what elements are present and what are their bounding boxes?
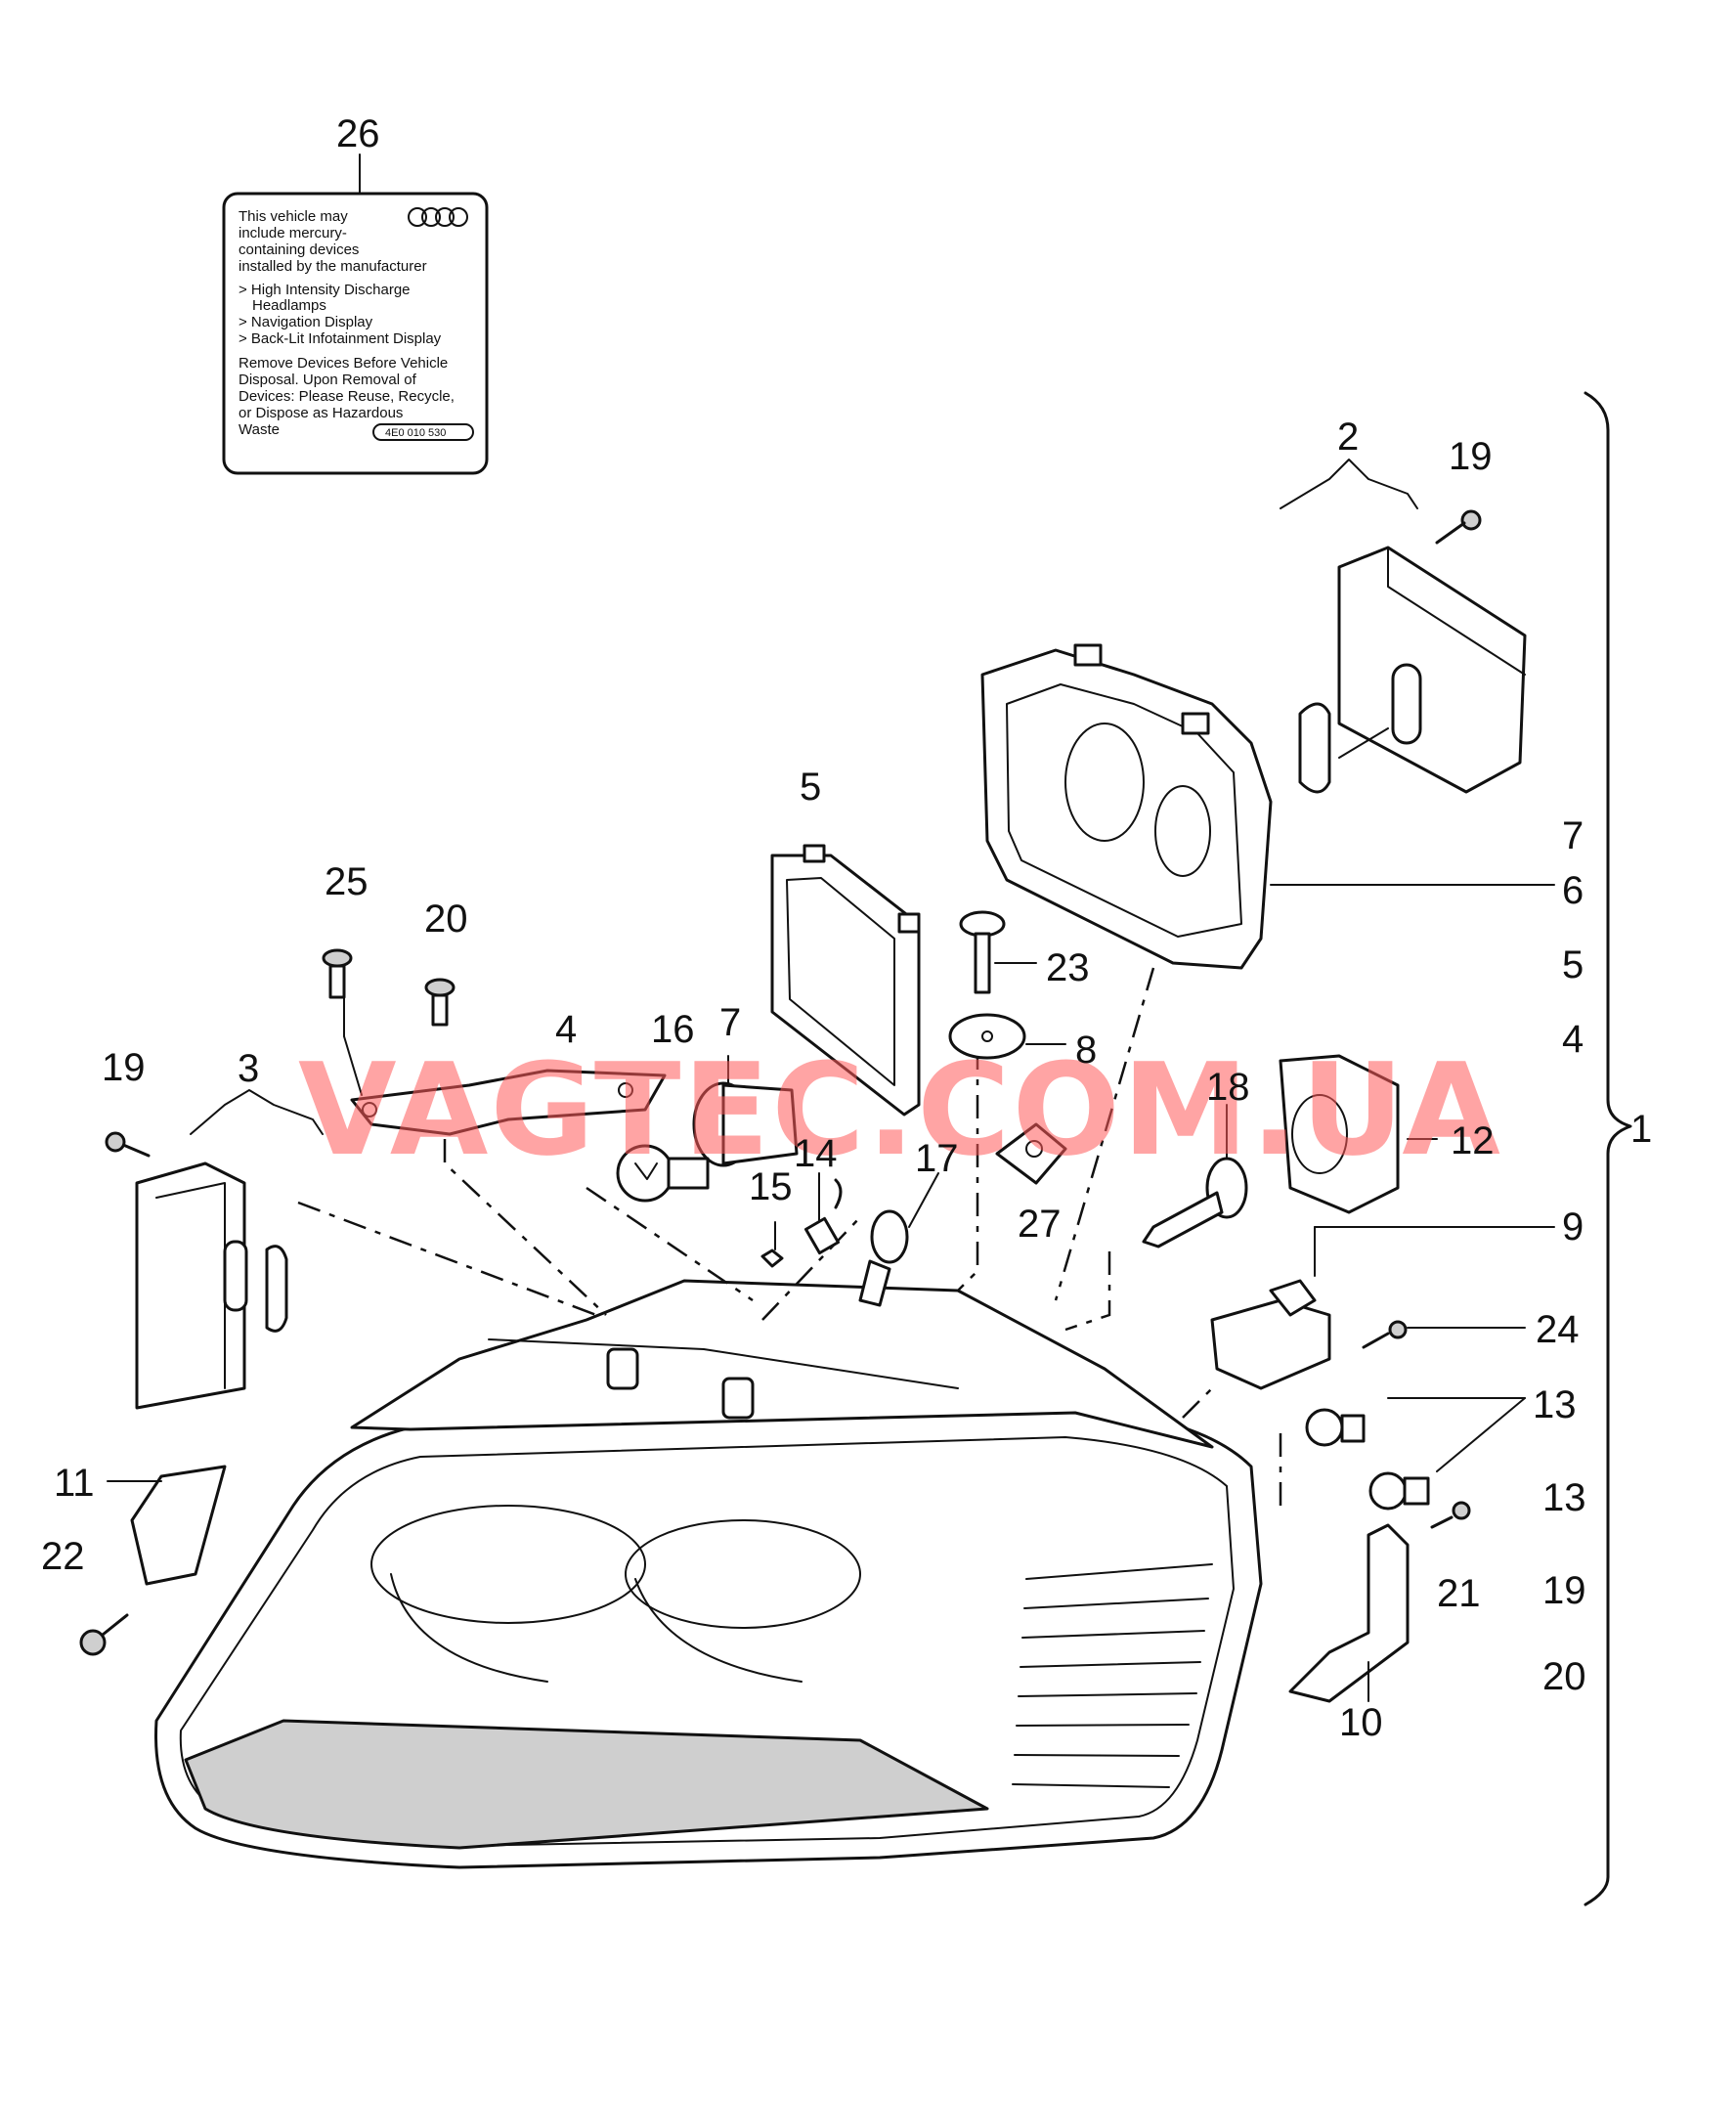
label-line: > Navigation Display: [239, 314, 373, 330]
callout-19: 19: [102, 1046, 146, 1089]
label-line: Remove Devices Before Vehicle: [239, 355, 448, 372]
label-line: Waste: [239, 421, 280, 438]
callout-2: 2: [1337, 416, 1359, 459]
label-line: containing devices: [239, 241, 359, 258]
callout-17: 17: [915, 1137, 959, 1180]
part-22-screw: [79, 1613, 129, 1656]
part-23-bolt: [959, 910, 1037, 994]
assembly-leader-lines: [297, 967, 1282, 1506]
audi-rings-logo: [408, 207, 468, 227]
part-14-connector: [803, 1172, 843, 1255]
callout-18: 18: [1206, 1066, 1250, 1109]
callout-4: 4: [555, 1008, 577, 1051]
callout-21: 21: [1437, 1572, 1481, 1615]
part-25-screw: [322, 948, 363, 1096]
part-10-bracket: [1288, 1523, 1410, 1703]
callout-10: 10: [1339, 1701, 1383, 1744]
callout-25: 25: [325, 860, 369, 903]
callout-14: 14: [794, 1132, 838, 1175]
callout-26: 26: [336, 112, 380, 155]
part-18-xenon-bulb: [1142, 1104, 1248, 1249]
callout-19: 19: [1449, 435, 1493, 478]
assembly-item: 5: [1562, 943, 1584, 986]
part-7-bulb-holder: [692, 1055, 799, 1167]
assembly-brace: [1584, 391, 1632, 1906]
assembly-item: 7: [1562, 814, 1584, 857]
callout-numbers: 26 2 19 5 25 20 23 4 16 7 8 19 3 18 12 1…: [41, 112, 1652, 1744]
label-part-code: 4E0 010 530: [385, 427, 446, 439]
label-line: > High Intensity Discharge: [239, 282, 411, 298]
part-16-bulb: [616, 1144, 710, 1203]
part-17-bulb: [858, 1172, 939, 1307]
callout-5: 5: [800, 766, 821, 809]
label-line: > Back-Lit Infotainment Display: [239, 330, 442, 347]
part-9-motor: [1210, 1226, 1555, 1390]
label-line: or Dispose as Hazardous: [239, 405, 403, 421]
callout-3: 3: [238, 1047, 259, 1090]
callout-16: 16: [651, 1008, 695, 1051]
part-12-socket: [1279, 1054, 1438, 1214]
callout-9: 9: [1562, 1205, 1584, 1249]
assembly-item: 4: [1562, 1018, 1584, 1061]
callout-11: 11: [54, 1462, 95, 1505]
callout-27: 27: [1018, 1203, 1062, 1246]
part-21-screw: [1430, 1501, 1471, 1529]
part-11-clip: [107, 1465, 227, 1586]
callout-22: 22: [41, 1535, 85, 1578]
callout-8: 8: [1075, 1029, 1097, 1072]
label-line: Headlamps: [252, 297, 326, 314]
part-19-screw-left: [105, 1131, 151, 1158]
callout-7: 7: [719, 1001, 741, 1044]
label-line: This vehicle may: [239, 208, 348, 225]
part-24-screw: [1362, 1320, 1526, 1349]
callout-23: 23: [1046, 946, 1090, 989]
label-line: installed by the manufacturer: [239, 258, 427, 275]
assembly-item: 20: [1542, 1655, 1586, 1698]
assembly-item: 6: [1562, 869, 1584, 912]
callout-15: 15: [749, 1165, 793, 1208]
indicator-reflector-fins: [1012, 1563, 1213, 1788]
part-8-washer: [948, 1013, 1066, 1060]
assembly-list: 7 6 5 4 13: [1542, 814, 1586, 1698]
part-3-ballast-left: [135, 1161, 288, 1410]
callout-12: 12: [1451, 1119, 1495, 1162]
part-6-rear-cover: [980, 643, 1555, 970]
part-19-screw-right: [1435, 509, 1482, 545]
part-13-bulbs: [1305, 1397, 1526, 1511]
callout-13: 13: [1533, 1383, 1577, 1426]
label-line: include mercury-: [239, 225, 347, 241]
callout-20: 20: [424, 898, 468, 941]
part-5-cover-small: [770, 844, 921, 1117]
headlamp-housing: [154, 1279, 1263, 1869]
part-4-bracket: [350, 1069, 667, 1136]
label-line: Disposal. Upon Removal of: [239, 372, 417, 388]
callout-24: 24: [1536, 1308, 1580, 1351]
part-15-connector: [760, 1221, 784, 1268]
part-26-warning-label: This vehicle may include mercury- contai…: [222, 153, 489, 475]
assembly-item: 13: [1542, 1476, 1586, 1519]
label-line: Devices: Please Reuse, Recycle,: [239, 388, 455, 405]
watermark-text: VAGTEC.COM.UA: [298, 1035, 1502, 1184]
part-2-ballast-right: [1298, 546, 1527, 794]
part-27-clip: [995, 1122, 1067, 1185]
part-20-screw: [424, 978, 456, 1027]
assembly-item: 19: [1542, 1569, 1586, 1612]
callout-1: 1: [1630, 1108, 1652, 1151]
part-group-brackets: [190, 459, 1418, 1135]
